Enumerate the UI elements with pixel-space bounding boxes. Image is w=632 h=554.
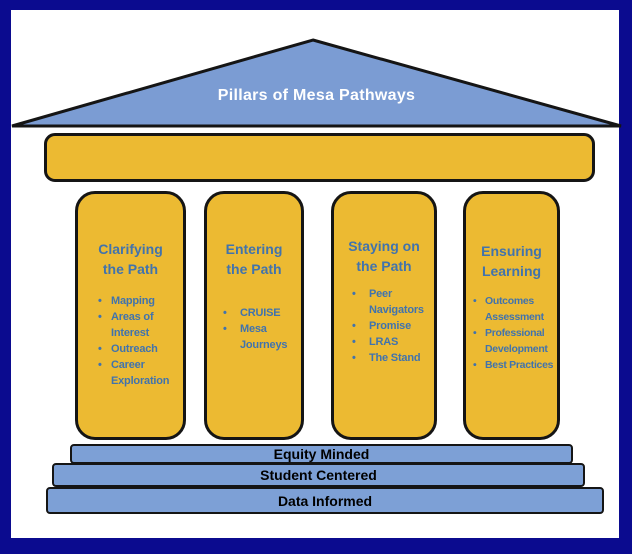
diagram-title: Pillars of Mesa Pathways: [217, 87, 416, 104]
pillar-item-list: CRUISE Mesa Journeys: [207, 305, 301, 353]
foundation-step-equity-minded: Equity Minded: [70, 444, 573, 464]
list-item: Best Practices: [473, 357, 555, 373]
list-item: Mapping: [98, 293, 181, 309]
pillar-title: Clarifying the Path: [78, 239, 183, 279]
list-item: Career Exploration: [98, 357, 181, 389]
foundation-label: Equity Minded: [273, 446, 370, 462]
pillar-title: Ensuring Learning: [466, 241, 557, 281]
pillar-title-line: the Path: [356, 258, 412, 274]
pillar-title-line: Learning: [481, 263, 542, 279]
pillar-title-line: Entering: [225, 241, 283, 257]
list-item: Professional Development: [473, 325, 555, 357]
foundation-step-data-informed: Data Informed: [46, 487, 604, 514]
pediment-shape: [11, 38, 622, 128]
pillar-item-list: Mapping Areas of Interest Outreach Caree…: [78, 293, 183, 389]
foundation-label: Data Informed: [277, 492, 373, 509]
pillar-title-line: Ensuring: [481, 243, 542, 259]
list-item: Areas of Interest: [98, 309, 181, 341]
list-item: Peer Navigators: [352, 286, 432, 318]
pillar-entering-the-path: Entering the Path CRUISE Mesa Journeys: [204, 191, 304, 440]
list-item: Mesa Journeys: [223, 321, 299, 353]
pillar-title-line: Clarifying: [98, 241, 163, 257]
pillar-item-list: Outcomes Assessment Professional Develop…: [466, 293, 557, 373]
foundation-label: Student Centered: [260, 467, 377, 483]
list-item: Promise: [352, 318, 432, 334]
pillar-clarifying-the-path: Clarifying the Path Mapping Areas of Int…: [75, 191, 186, 440]
pillar-title-line: the Path: [226, 261, 282, 277]
list-item: The Stand: [352, 350, 432, 366]
pillar-title-line: the Path: [102, 261, 159, 277]
pillar-staying-on-the-path: Staying on the Path Peer Navigators Prom…: [331, 191, 437, 440]
pillar-ensuring-learning: Ensuring Learning Outcomes Assessment Pr…: [463, 191, 560, 440]
list-item: LRAS: [352, 334, 432, 350]
pillar-title: Entering the Path: [207, 239, 301, 279]
foundation-step-student-centered: Student Centered: [52, 463, 585, 487]
pillar-title: Staying on the Path: [334, 236, 434, 276]
architrave-beam: [44, 133, 595, 182]
pillar-title-line: Staying on: [348, 238, 420, 254]
list-item: Outcomes Assessment: [473, 293, 555, 325]
list-item: Outreach: [98, 341, 181, 357]
pillar-item-list: Peer Navigators Promise LRAS The Stand: [334, 286, 434, 366]
list-item: CRUISE: [223, 305, 299, 321]
